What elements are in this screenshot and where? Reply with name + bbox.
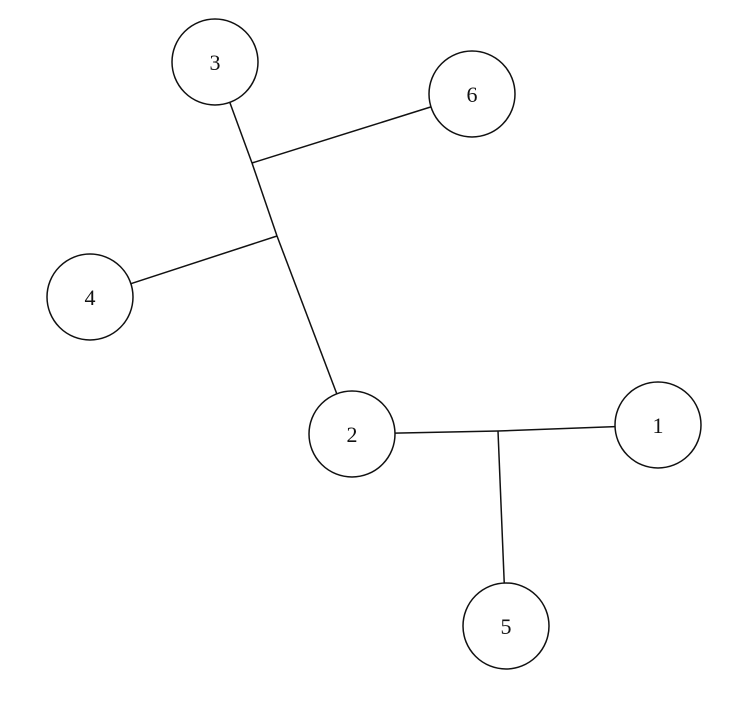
edge-2-junction-c	[394, 430, 499, 434]
edge-junction-a-6	[251, 106, 432, 164]
node-label: 4	[85, 285, 96, 310]
edge-junction-b-2	[276, 235, 338, 395]
node-circle	[308, 390, 396, 478]
node-3: 3	[171, 18, 259, 106]
node-circle	[462, 582, 550, 670]
edge-junction-c-5	[497, 430, 505, 584]
node-1: 1	[614, 381, 702, 469]
node-5: 5	[462, 582, 550, 670]
node-circle	[171, 18, 259, 106]
edge-junction-b-4	[130, 235, 278, 285]
node-label: 3	[210, 50, 221, 75]
node-circle	[614, 381, 702, 469]
node-label: 2	[347, 422, 358, 447]
node-4: 4	[46, 253, 134, 341]
node-label: 5	[501, 614, 512, 639]
edge-junction-c-1	[497, 425, 616, 432]
node-6: 6	[428, 50, 516, 138]
node-2: 2	[308, 390, 396, 478]
node-circle	[46, 253, 134, 341]
edge-3-junction-a	[229, 102, 253, 164]
edge-junction-a-junction-b	[251, 162, 278, 237]
node-label: 1	[653, 413, 664, 438]
node-label: 6	[467, 82, 478, 107]
node-circle	[428, 50, 516, 138]
